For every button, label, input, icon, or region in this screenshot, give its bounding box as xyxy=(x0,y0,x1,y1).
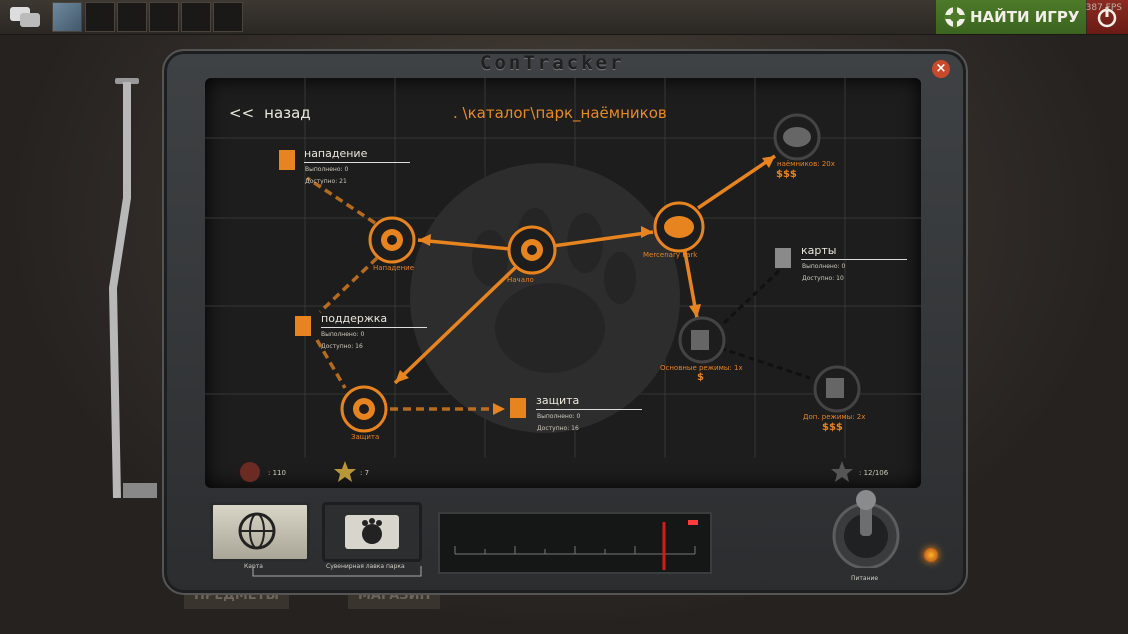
node-start[interactable] xyxy=(507,225,557,275)
party-slot[interactable] xyxy=(181,2,211,32)
party-slot[interactable] xyxy=(117,2,147,32)
main-modes-cost: $ xyxy=(697,372,704,383)
group-done-defense: Выполнено: 0 xyxy=(537,413,581,420)
divider xyxy=(304,162,410,163)
star-icon xyxy=(334,461,356,482)
line-start-park xyxy=(552,230,654,248)
meter-led xyxy=(688,520,698,525)
joystick-icon[interactable] xyxy=(826,488,906,568)
node-mercenary-park[interactable] xyxy=(653,201,705,253)
party-slot[interactable] xyxy=(213,2,243,32)
tracker-map xyxy=(205,78,921,458)
node-label-attack: Нападение xyxy=(373,264,414,272)
node-label-extra-modes: Доп. режимы: 2x xyxy=(803,413,866,421)
star-icon xyxy=(831,461,853,482)
power-icon xyxy=(1097,7,1117,28)
group-done-maps: Выполнено: 0 xyxy=(802,263,846,270)
group-title-support: поддержка xyxy=(321,312,388,325)
mercs-cost: $$$ xyxy=(776,169,797,180)
group-done-support: Выполнено: 0 xyxy=(321,331,365,338)
group-avail-support: Доступно: 16 xyxy=(321,343,363,350)
node-attack[interactable] xyxy=(368,216,416,264)
antenna-icon xyxy=(108,78,157,498)
party-slot[interactable] xyxy=(149,2,179,32)
back-button[interactable]: <<назад xyxy=(229,104,311,122)
group-done-attack: Выполнено: 0 xyxy=(305,166,349,173)
shop-button-label: Сувенирная лавка парка xyxy=(326,563,405,570)
group-avail-attack: Доступно: 21 xyxy=(305,178,347,185)
signal-meter xyxy=(438,512,712,574)
node-label-start: Начало xyxy=(507,276,534,284)
node-label-defense: Защита xyxy=(351,433,380,441)
avatar-self[interactable] xyxy=(52,2,82,32)
line-park-mercs xyxy=(697,154,776,210)
indicator-lamp xyxy=(924,548,938,562)
chat-icon xyxy=(10,7,40,27)
stars-count: : 7 xyxy=(360,469,370,477)
total-progress: : 12/106 xyxy=(859,469,889,477)
node-label-main-modes: Основные режимы: 1x xyxy=(660,364,743,372)
find-game-label: НАЙТИ ИГРУ xyxy=(970,8,1080,26)
group-avail-maps: Доступно: 10 xyxy=(802,275,844,282)
quit-button[interactable] xyxy=(1087,0,1128,34)
token-icon xyxy=(240,462,260,482)
breadcrumb: . \каталог\парк_наёмников xyxy=(453,104,667,122)
group-title-attack: нападение xyxy=(304,147,368,160)
node-label-mercs: наёмников: 20x xyxy=(777,160,835,168)
chat-button[interactable] xyxy=(6,3,46,31)
tokens-count: : 110 xyxy=(268,469,286,477)
node-mercs[interactable] xyxy=(773,113,821,161)
node-extra-modes[interactable] xyxy=(813,365,861,413)
node-main-modes[interactable] xyxy=(678,316,726,364)
map-button[interactable] xyxy=(210,502,310,562)
group-title-maps: карты xyxy=(801,244,837,257)
divider xyxy=(801,259,907,260)
party-slot[interactable] xyxy=(85,2,115,32)
group-avail-defense: Доступно: 16 xyxy=(537,425,579,432)
find-game-button[interactable]: НАЙТИ ИГРУ xyxy=(936,0,1086,34)
group-title-defense: защита xyxy=(536,394,580,407)
close-button[interactable]: × xyxy=(932,60,950,78)
top-bar: НАЙТИ ИГРУ 387 FPS xyxy=(0,0,1128,35)
divider xyxy=(536,409,642,410)
fps-counter: 387 FPS xyxy=(1085,3,1122,13)
power-label: Питание xyxy=(851,575,879,582)
tab-bracket xyxy=(252,566,422,577)
contracker-logo: ConTracker xyxy=(480,52,625,74)
tracker-nodes xyxy=(240,113,861,482)
node-label-park: Mercenary Park xyxy=(643,251,698,259)
folder-icon[interactable] xyxy=(279,150,526,418)
tf2-logo-icon xyxy=(944,6,966,28)
line-start-defense xyxy=(393,264,519,385)
globe-icon xyxy=(238,512,276,550)
line-start-attack xyxy=(417,238,511,251)
meter-scale xyxy=(454,520,698,570)
divider xyxy=(321,327,427,328)
extra-modes-cost: $$$ xyxy=(822,422,843,433)
node-defense[interactable] xyxy=(340,385,388,433)
folder-icon[interactable] xyxy=(775,248,791,268)
paw-ticket-icon xyxy=(345,515,399,549)
shop-button[interactable] xyxy=(322,502,422,562)
tracker-connections xyxy=(306,154,811,415)
